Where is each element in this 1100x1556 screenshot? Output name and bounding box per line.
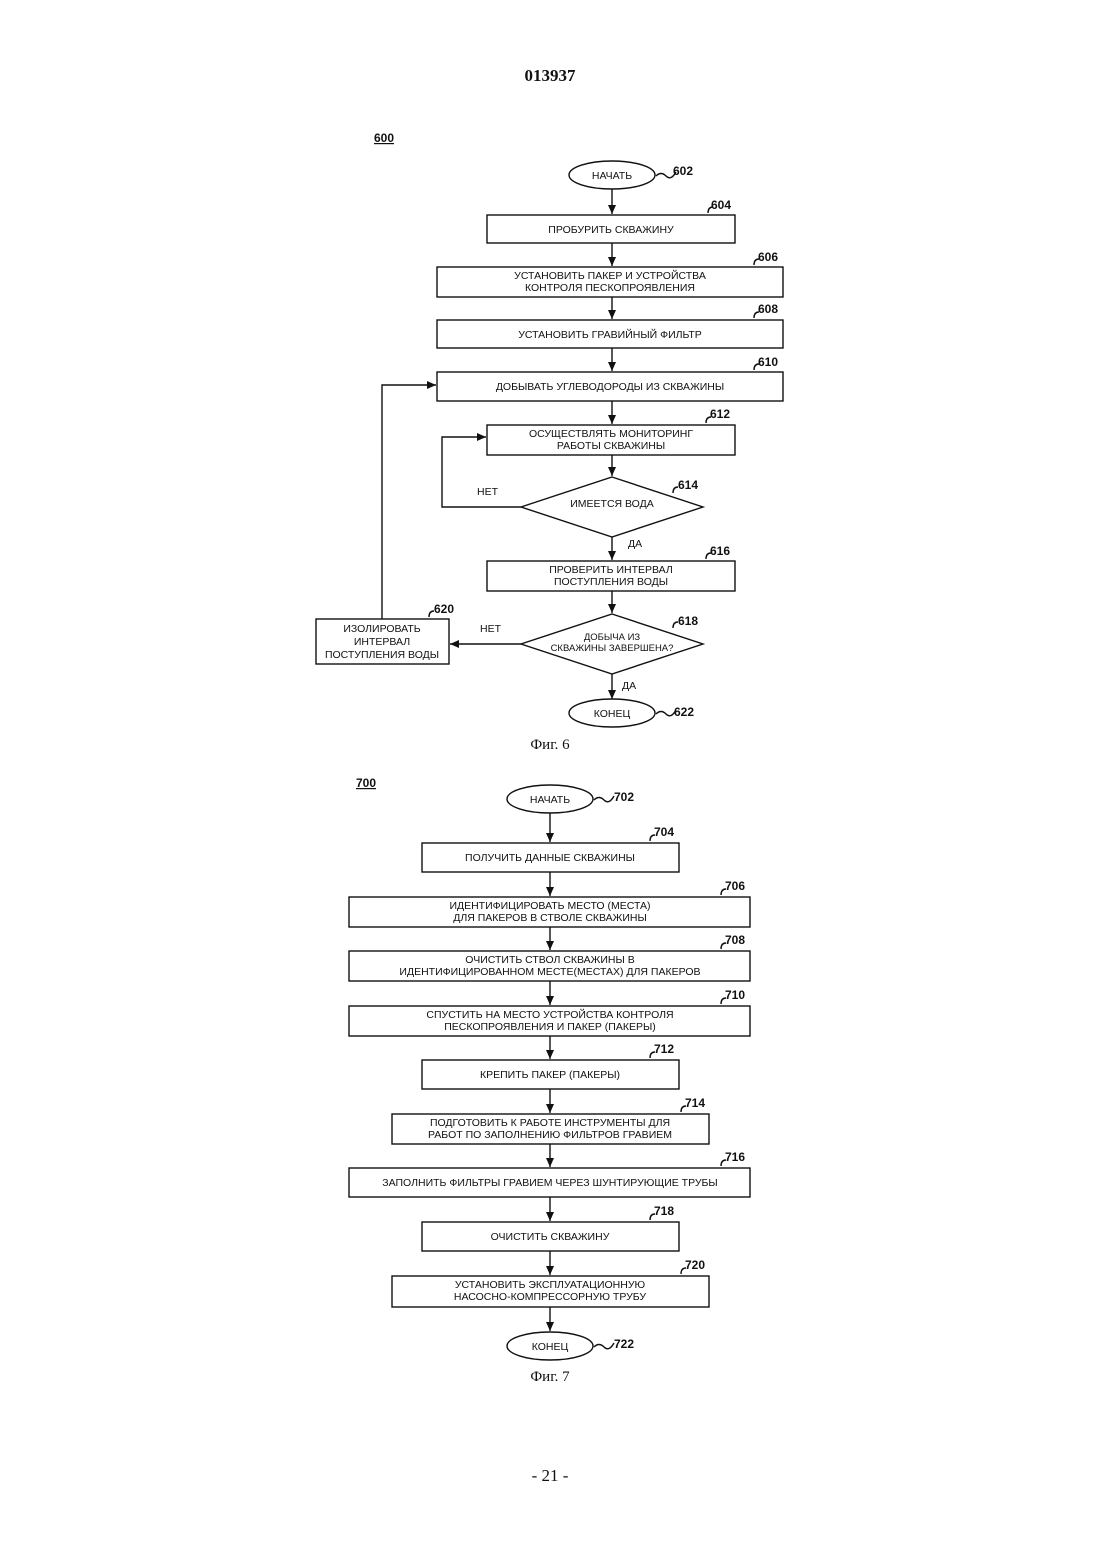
fig7-prepare-tools-line1: ПОДГОТОВИТЬ К РАБОТЕ ИНСТРУМЕНТЫ ДЛЯ: [430, 1117, 670, 1129]
fig7-ref-708: 708: [725, 933, 745, 947]
fig6-ref-608: 608: [758, 302, 778, 316]
fig6-monitor-line1: ОСУЩЕСТВЛЯТЬ МОНИТОРИНГ: [529, 428, 693, 440]
fig6-caption: Фиг. 6: [530, 737, 570, 753]
fig7-run-in-line2: ПЕСКОПРОЯВЛЕНИЯ И ПАКЕР (ПАКЕРЫ): [444, 1021, 656, 1033]
fig6-drill-label: ПРОБУРИТЬ СКВАЖИНУ: [548, 224, 674, 236]
fig6-start-label: НАЧАТЬ: [592, 170, 632, 182]
fig7-set-packer-label: КРЕПИТЬ ПАКЕР (ПАКЕРЫ): [480, 1069, 620, 1081]
fig6-water-label: ИМЕЕТСЯ ВОДА: [570, 498, 654, 510]
fig7-run-in-line1: СПУСТИТЬ НА МЕСТО УСТРОЙСТВА КОНТРОЛЯ: [426, 1008, 673, 1021]
fig7-caption: Фиг. 7: [530, 1369, 570, 1385]
fig6-isolate-line1: ИЗОЛИРОВАТЬ: [343, 623, 420, 635]
fig7-diagram-number: 700: [356, 776, 376, 790]
fig6-ref-616: 616: [710, 544, 730, 558]
fig6-end-terminal: КОНЕЦ 622: [569, 699, 694, 727]
fig7-get-data-label: ПОЛУЧИТЬ ДАННЫЕ СКВАЖИНЫ: [465, 852, 635, 864]
fig7-end-label: КОНЕЦ: [532, 1341, 569, 1353]
fig6-ref-612: 612: [710, 407, 730, 421]
fig7-fill-gravel-label: ЗАПОЛНИТЬ ФИЛЬТРЫ ГРАВИЕМ ЧЕРЕЗ ШУНТИРУЮ…: [382, 1177, 717, 1189]
fig6-gravel-step: УСТАНОВИТЬ ГРАВИЙНЫЙ ФИЛЬТР 608: [437, 302, 783, 348]
fig6-water-yes-label: ДА: [628, 538, 642, 550]
fig6-ref-618: 618: [678, 614, 698, 628]
fig6-produce-step: ДОБЫВАТЬ УГЛЕВОДОРОДЫ ИЗ СКВАЖИНЫ 610: [437, 355, 783, 401]
fig6-ref-606: 606: [758, 250, 778, 264]
fig6-ref-604: 604: [711, 198, 731, 212]
fig6-complete-decision: ДОБЫЧА ИЗ СКВАЖИНЫ ЗАВЕРШЕНА? 618 НЕТ ДА: [480, 614, 703, 692]
fig7-start-terminal: НАЧАТЬ 702: [507, 785, 634, 813]
fig6-complete-yes-label: ДА: [622, 680, 636, 692]
fig6-end-label: КОНЕЦ: [594, 708, 631, 720]
fig6-ref-602: 602: [673, 164, 693, 178]
fig6-produce-label: ДОБЫВАТЬ УГЛЕВОДОРОДЫ ИЗ СКВАЖИНЫ: [496, 381, 724, 393]
fig6-complete-no-label: НЕТ: [480, 623, 502, 635]
fig6-check-interval-step: ПРОВЕРИТЬ ИНТЕРВАЛ ПОСТУПЛЕНИЯ ВОДЫ 616: [487, 544, 735, 591]
fig7-ref-716: 716: [725, 1150, 745, 1164]
fig6-diagram-number: 600: [374, 131, 394, 145]
fig6-water-no-label: НЕТ: [477, 486, 499, 498]
fig6-complete-line2: СКВАЖИНЫ ЗАВЕРШЕНА?: [551, 643, 674, 654]
fig7-identify-line1: ИДЕНТИФИЦИРОВАТЬ МЕСТО (МЕСТА): [449, 900, 650, 912]
fig7-end-terminal: КОНЕЦ 722: [507, 1332, 634, 1360]
fig7-ref-712: 712: [654, 1042, 674, 1056]
fig6-isolate-line3: ПОСТУПЛЕНИЯ ВОДЫ: [325, 649, 439, 661]
fig7-ref-704: 704: [654, 825, 674, 839]
fig7-ref-702: 702: [614, 790, 634, 804]
fig6-ref-622: 622: [674, 705, 694, 719]
fig7-ref-722: 722: [614, 1337, 634, 1351]
page-number: - 21 -: [0, 1466, 1100, 1486]
fig7-install-tubing-line1: УСТАНОВИТЬ ЭКСПЛУАТАЦИОННУЮ: [455, 1279, 646, 1291]
fig7-prepare-tools-line2: РАБОТ ПО ЗАПОЛНЕНИЮ ФИЛЬТРОВ ГРАВИЕМ: [428, 1129, 672, 1141]
fig7-ref-710: 710: [725, 988, 745, 1002]
fig7-clean-well-label: ОЧИСТИТЬ СКВАЖИНУ: [491, 1231, 610, 1243]
fig6-monitor-line2: РАБОТЫ СКВАЖИНЫ: [557, 440, 665, 452]
fig7-clean-bore-line1: ОЧИСТИТЬ СТВОЛ СКВАЖИНЫ В: [465, 954, 634, 966]
fig6-start-terminal: НАЧАТЬ 602: [569, 161, 693, 189]
fig7-clean-bore-line2: ИДЕНТИФИЦИРОВАННОМ МЕСТЕ(МЕСТАХ) ДЛЯ ПАК…: [399, 966, 700, 978]
fig7-start-label: НАЧАТЬ: [530, 794, 570, 806]
fig6-drill-step: ПРОБУРИТЬ СКВАЖИНУ 604: [487, 198, 735, 243]
fig6-install-packer-step: УСТАНОВИТЬ ПАКЕР И УСТРОЙСТВА КОНТРОЛЯ П…: [437, 250, 783, 297]
fig6-ref-620: 620: [434, 602, 454, 616]
fig6-gravel-label: УСТАНОВИТЬ ГРАВИЙНЫЙ ФИЛЬТР: [518, 328, 702, 341]
fig6-check-line2: ПОСТУПЛЕНИЯ ВОДЫ: [554, 576, 668, 588]
fig7-identify-line2: ДЛЯ ПАКЕРОВ В СТВОЛЕ СКВАЖИНЫ: [453, 912, 647, 924]
fig7-ref-706: 706: [725, 879, 745, 893]
fig6-water-decision: ИМЕЕТСЯ ВОДА 614 НЕТ ДА: [477, 477, 703, 550]
fig7-install-tubing-line2: НАСОСНО-КОМПРЕССОРНУЮ ТРУБУ: [454, 1291, 647, 1303]
fig7-ref-718: 718: [654, 1204, 674, 1218]
fig7-ref-714: 714: [685, 1096, 705, 1110]
fig6-ref-610: 610: [758, 355, 778, 369]
fig6-monitor-step: ОСУЩЕСТВЛЯТЬ МОНИТОРИНГ РАБОТЫ СКВАЖИНЫ …: [487, 407, 735, 455]
fig6-check-line1: ПРОВЕРИТЬ ИНТЕРВАЛ: [549, 564, 673, 576]
fig6-ref-614: 614: [678, 478, 698, 492]
fig6-complete-line1: ДОБЫЧА ИЗ: [584, 632, 641, 643]
fig6-install-packer-line2: КОНТРОЛЯ ПЕСКОПРОЯВЛЕНИЯ: [525, 282, 695, 294]
fig6-isolate-step: ИЗОЛИРОВАТЬ ИНТЕРВАЛ ПОСТУПЛЕНИЯ ВОДЫ 62…: [316, 602, 454, 664]
fig7-ref-720: 720: [685, 1258, 705, 1272]
fig6-isolate-line2: ИНТЕРВАЛ: [354, 636, 410, 648]
fig6-install-packer-line1: УСТАНОВИТЬ ПАКЕР И УСТРОЙСТВА: [514, 269, 706, 282]
